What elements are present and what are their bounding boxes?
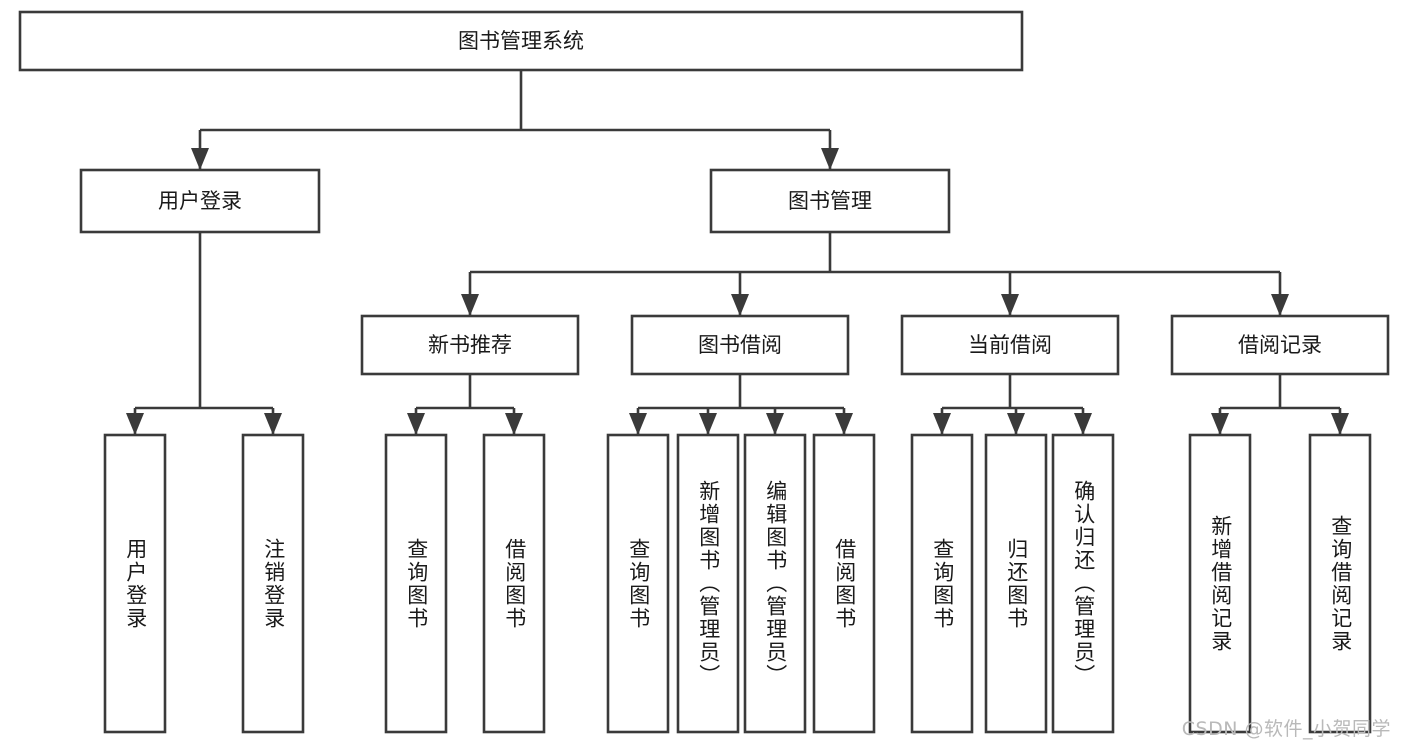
- node-box-leaf-add-record[interactable]: [1188, 433, 1252, 734]
- node-box-user-login[interactable]: [79, 168, 321, 234]
- edge-layer: [126, 70, 1349, 435]
- arrow-head-icon: [766, 413, 784, 435]
- node-box-current-borrow[interactable]: [900, 314, 1120, 376]
- arrow-head-icon: [461, 294, 479, 316]
- node-box-leaf-user-login[interactable]: [103, 433, 167, 734]
- arrow-head-icon: [699, 413, 717, 435]
- arrow-head-icon: [505, 413, 523, 435]
- arrow-head-icon: [1074, 413, 1092, 435]
- arrow-head-icon: [407, 413, 425, 435]
- node-box-leaf-query-book-3[interactable]: [910, 433, 974, 734]
- arrow-head-icon: [731, 294, 749, 316]
- node-box-book-management[interactable]: [709, 168, 951, 234]
- node-box-leaf-query-record[interactable]: [1308, 433, 1372, 734]
- node-label-new-book-recommend: 新书推荐: [428, 333, 512, 357]
- arrow-head-icon: [264, 413, 282, 435]
- arrow-head-icon: [821, 148, 839, 170]
- node-box-leaf-return-book[interactable]: [984, 433, 1048, 734]
- node-box-root[interactable]: [18, 10, 1024, 72]
- node-box-leaf-borrow-book-2[interactable]: [812, 433, 876, 734]
- node-box-new-book-recommend[interactable]: [360, 314, 580, 376]
- arrow-head-icon: [1001, 294, 1019, 316]
- node-box-borrow-records[interactable]: [1170, 314, 1390, 376]
- arrow-head-icon: [1271, 294, 1289, 316]
- node-box-leaf-logout[interactable]: [241, 433, 305, 734]
- node-label-borrow-records: 借阅记录: [1238, 333, 1322, 357]
- arrow-head-icon: [1211, 413, 1229, 435]
- node-box-leaf-query-book-1[interactable]: [384, 433, 448, 734]
- node-label-user-login: 用户登录: [158, 189, 242, 213]
- node-box-leaf-add-book[interactable]: [676, 433, 740, 734]
- arrow-head-icon: [629, 413, 647, 435]
- arrow-head-icon: [1007, 413, 1025, 435]
- arrow-head-icon: [835, 413, 853, 435]
- node-box-book-borrow[interactable]: [630, 314, 850, 376]
- arrow-head-icon: [933, 413, 951, 435]
- node-box-leaf-query-book-2[interactable]: [606, 433, 670, 734]
- node-label-book-borrow: 图书借阅: [698, 333, 782, 357]
- arrow-head-icon: [1331, 413, 1349, 435]
- node-label-current-borrow: 当前借阅: [968, 333, 1052, 357]
- node-label-root: 图书管理系统: [458, 29, 584, 53]
- watermark: CSDN @软件_小贺同学: [1181, 718, 1391, 740]
- node-layer: [18, 10, 1390, 734]
- node-label-book-management: 图书管理: [788, 189, 872, 213]
- node-box-leaf-confirm-return[interactable]: [1051, 433, 1115, 734]
- arrow-head-icon: [191, 148, 209, 170]
- node-box-leaf-edit-book[interactable]: [743, 433, 807, 734]
- arrow-head-icon: [126, 413, 144, 435]
- node-box-leaf-borrow-book-1[interactable]: [482, 433, 546, 734]
